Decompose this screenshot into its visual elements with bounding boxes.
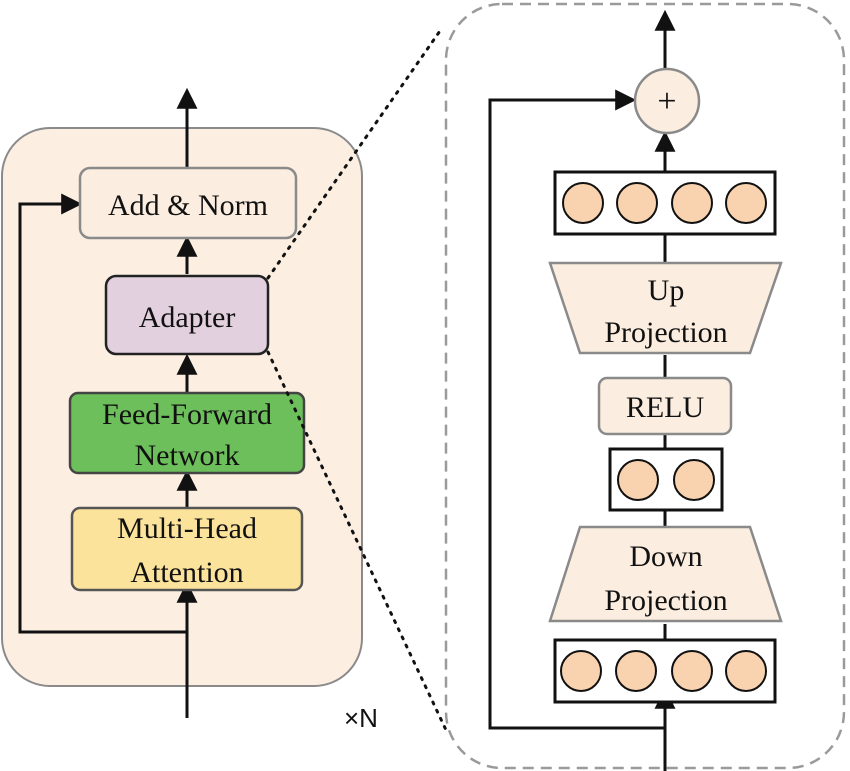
up-projection-label-line2: Projection (604, 316, 727, 349)
neuron (725, 182, 767, 224)
sum-node (633, 67, 701, 135)
neuron (615, 650, 657, 692)
input-neuron-layer (553, 638, 777, 704)
add-norm-label: Add & Norm (108, 189, 268, 222)
neuron (725, 650, 767, 692)
neuron (560, 650, 602, 692)
neuron (671, 182, 713, 224)
repeat-count-label: ×N (344, 703, 378, 733)
relu-label: RELU (626, 391, 705, 424)
bottleneck-neuron-layer (608, 447, 724, 512)
down-projection-block (548, 525, 783, 623)
sum-node-symbol: + (657, 83, 676, 120)
neuron (616, 182, 658, 224)
adapter-box (104, 274, 270, 356)
down-projection-label-line1: Down (629, 540, 702, 573)
output-neuron-layer (553, 170, 777, 236)
relu-box (597, 376, 733, 436)
feed-forward-label-line1: Feed-Forward (102, 398, 272, 431)
residual-connection-arrow (18, 193, 187, 634)
attention-label-line2: Attention (130, 556, 243, 589)
feed-forward-box (68, 391, 306, 475)
neuron (617, 459, 659, 501)
adapter-skip-connection-arrow (488, 89, 665, 730)
add-norm-box (78, 166, 298, 240)
zoom-line-top (266, 26, 444, 280)
zoom-line-bottom (266, 350, 448, 732)
neuron (671, 650, 713, 692)
multi-head-attention-box (70, 506, 304, 592)
attention-label-line1: Multi-Head (117, 512, 257, 545)
feed-forward-label-line2: Network (135, 439, 240, 472)
down-projection-label-line2: Projection (604, 584, 727, 617)
up-projection-block (548, 261, 783, 355)
neuron (562, 182, 604, 224)
adapter-label: Adapter (139, 301, 236, 334)
up-projection-label-line1: Up (648, 274, 685, 307)
neuron (673, 459, 715, 501)
